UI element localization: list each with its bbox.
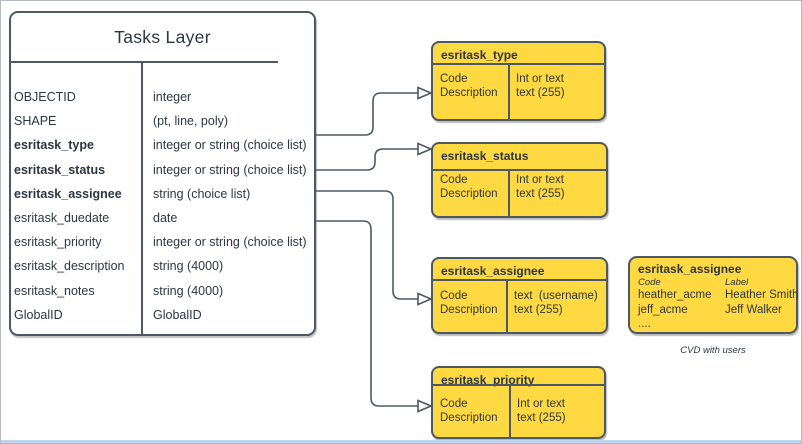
window-bottom-edge — [1, 440, 801, 443]
description-label: Description — [440, 304, 498, 316]
cvd-header-row: Code Label — [638, 277, 796, 288]
field-row: SHAPE (pt, line, poly) — [11, 109, 314, 133]
field-row: esritask_duedate date — [11, 206, 314, 230]
domain-title: esritask_priority — [441, 373, 535, 387]
field-type: GlobalID — [153, 307, 202, 322]
field-row: esritask_type integer or string (choice l… — [11, 133, 314, 157]
connector-type — [315, 92, 418, 136]
domain-type-cells: text (username) text (255) — [508, 281, 606, 332]
cvd-row: jeff_acme Jeff Walker — [638, 303, 796, 318]
open-arrow-icon — [417, 86, 434, 100]
field-name: esritask_description — [14, 259, 125, 274]
description-type: text (255) — [517, 412, 566, 424]
field-row: esritask_assignee string (choice list) — [11, 182, 314, 206]
connector-priority — [315, 220, 418, 407]
field-type: integer — [153, 90, 192, 105]
column-divider — [141, 61, 143, 334]
cvd-code-header: Code — [638, 277, 661, 288]
cvd-label: Jeff Walker — [725, 303, 782, 316]
field-row: esritask_description string (4000) — [11, 254, 314, 278]
cvd-label: Heather Smith — [725, 289, 799, 301]
field-name: esritask_notes — [14, 283, 95, 298]
tasks-layer-table: Tasks Layer OBJECTID integer SHAPE (pt, li… — [9, 11, 316, 336]
field-name: esritask_assignee — [14, 186, 122, 201]
description-label: Description — [440, 87, 498, 99]
description-label: Description — [440, 412, 498, 424]
field-name: OBJECTID — [14, 90, 76, 105]
field-type: integer or string (choice list) — [153, 162, 307, 177]
domain-title: esritask_status — [441, 149, 529, 163]
field-name: esritask_duedate — [14, 211, 110, 226]
domain-type-cells: Int or text text (255) — [510, 171, 606, 216]
cvd-title: esritask_assignee — [638, 262, 742, 276]
field-name: esritask_type — [14, 138, 94, 153]
cvd-code: jeff_acme — [638, 303, 688, 316]
cvd-row: heather_acme Heather Smith — [638, 288, 799, 303]
field-list: OBJECTID integer SHAPE (pt, line, poly) es… — [11, 85, 314, 327]
cvd-caption: CVD with users — [680, 345, 746, 356]
field-row: esritask_status integer or string (choice… — [11, 158, 314, 182]
field-row: OBJECTID integer — [11, 85, 314, 109]
domain-title: esritask_assignee — [441, 264, 545, 278]
field-row: esritask_notes string (4000) — [11, 279, 314, 303]
code-label: Code — [440, 174, 468, 186]
field-name: GlobalID — [14, 307, 63, 322]
connector-assignee — [315, 190, 418, 300]
field-row: GlobalID GlobalID — [11, 303, 314, 327]
connector-status — [315, 148, 418, 171]
open-arrow-icon — [417, 142, 434, 156]
description-type: text (255) — [516, 188, 565, 200]
cvd-code: heather_acme — [638, 289, 712, 301]
field-name: esritask_priority — [14, 235, 102, 250]
description-type: text (255) — [514, 304, 563, 316]
description-type: text (255) — [516, 87, 565, 99]
field-type: string (4000) — [153, 283, 224, 298]
code-label: Code — [440, 73, 468, 85]
code-type: text (username) — [514, 290, 598, 302]
field-name: esritask_status — [14, 162, 106, 177]
open-arrow-icon — [417, 292, 434, 306]
cvd-row: .... — [638, 317, 796, 332]
field-type: (pt, line, poly) — [153, 114, 229, 129]
field-type: string (choice list) — [153, 186, 251, 201]
code-type: Int or text — [516, 174, 564, 186]
code-label: Code — [440, 398, 468, 410]
field-type: integer or string (choice list) — [153, 235, 307, 250]
cvd-code: .... — [638, 318, 651, 330]
field-type: string (4000) — [153, 259, 224, 274]
code-type: Int or text — [516, 73, 564, 85]
field-type: date — [153, 211, 178, 226]
cvd-users-box: esritask_assignee Code Label heather_acm… — [628, 256, 799, 334]
code-label: Code — [440, 290, 468, 302]
description-label: Description — [440, 188, 498, 200]
field-type: integer or string (choice list) — [153, 138, 307, 153]
domain-type-cells: Int or text text (255) — [510, 65, 604, 119]
table-title: Tasks Layer — [114, 26, 211, 47]
open-arrow-icon — [417, 399, 434, 413]
title-divider — [11, 61, 278, 63]
code-type: Int or text — [517, 398, 565, 410]
domain-type-cells: Int or text text (255) — [511, 386, 604, 437]
field-row: esritask_priority integer or string (choi… — [11, 230, 314, 254]
field-name: SHAPE — [14, 114, 57, 129]
domain-title: esritask_type — [441, 48, 518, 62]
cvd-label-header: Label — [725, 277, 749, 288]
